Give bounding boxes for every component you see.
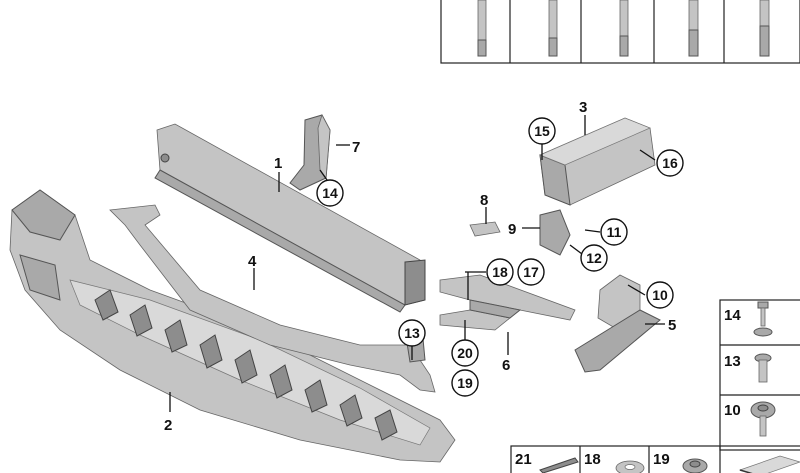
callout-11-label: 11 bbox=[607, 224, 622, 240]
callout-18: 18 bbox=[486, 258, 514, 286]
bracket-part-5 bbox=[574, 274, 661, 373]
part-label-5: 5 bbox=[668, 317, 676, 334]
bolt-icon bbox=[753, 301, 773, 337]
callout-10-label: 10 bbox=[652, 287, 668, 303]
box-bracket-part-3 bbox=[539, 117, 656, 206]
screw-icon bbox=[754, 353, 772, 383]
callout-15-label: 15 bbox=[534, 123, 550, 139]
legend-bottom-item-19: 19 bbox=[653, 451, 670, 468]
stud-bolt-icon bbox=[619, 0, 629, 57]
bracket-part-9 bbox=[539, 209, 571, 256]
callout-16: 16 bbox=[656, 149, 684, 177]
part-label-2: 2 bbox=[164, 417, 172, 434]
part-label-1: 1 bbox=[274, 155, 282, 172]
callout-20: 20 bbox=[451, 339, 479, 367]
stud-bolt-icon bbox=[759, 0, 770, 57]
part-label-6: 6 bbox=[502, 357, 510, 374]
pad-icon bbox=[738, 455, 800, 473]
callout-19: 19 bbox=[451, 369, 479, 397]
washer-icon bbox=[615, 460, 645, 473]
callout-10: 10 bbox=[646, 281, 674, 309]
fastener-legend-bottom: 21 18 19 bbox=[510, 445, 800, 473]
callout-14: 14 bbox=[316, 179, 344, 207]
callout-12-label: 12 bbox=[586, 250, 602, 266]
callout-12: 12 bbox=[580, 244, 608, 272]
part-label-7: 7 bbox=[352, 139, 360, 156]
callout-16-label: 16 bbox=[662, 155, 678, 171]
stud-bolt-icon bbox=[688, 0, 699, 57]
callout-13-label: 13 bbox=[404, 325, 420, 341]
callout-17: 17 bbox=[517, 258, 545, 286]
callout-20-label: 20 bbox=[457, 345, 473, 361]
legend-right-item-14: 14 bbox=[724, 307, 741, 324]
callout-15: 15 bbox=[528, 117, 556, 145]
callout-18-label: 18 bbox=[492, 264, 508, 280]
callout-17-label: 17 bbox=[523, 264, 539, 280]
strip-icon bbox=[539, 457, 579, 473]
callout-13: 13 bbox=[398, 319, 426, 347]
part-label-9: 9 bbox=[508, 221, 516, 238]
legend-right-item-10: 10 bbox=[724, 402, 741, 419]
legend-bottom-item-18: 18 bbox=[584, 451, 601, 468]
stud-bolt-icon bbox=[477, 0, 487, 57]
bolt-table-top bbox=[440, 0, 800, 64]
callout-14-label: 14 bbox=[322, 185, 338, 201]
stud-bolt-icon bbox=[548, 0, 558, 57]
flange-nut-icon bbox=[750, 401, 776, 437]
clip-part-8 bbox=[469, 221, 501, 237]
part-label-8: 8 bbox=[480, 192, 488, 209]
bumper-beam-part-1 bbox=[154, 123, 426, 313]
fastener-legend-right: 14 13 10 bbox=[719, 299, 800, 451]
legend-bottom-item-21: 21 bbox=[515, 451, 532, 468]
bracket-part-7 bbox=[289, 113, 331, 191]
callout-19-label: 19 bbox=[457, 375, 473, 391]
callout-11: 11 bbox=[600, 218, 628, 246]
leader-lines bbox=[169, 115, 665, 412]
nut-icon bbox=[682, 458, 708, 473]
part-label-3: 3 bbox=[579, 99, 587, 116]
bracket-part-6 bbox=[439, 274, 576, 331]
part-label-4: 4 bbox=[248, 253, 257, 270]
legend-right-item-13: 13 bbox=[724, 353, 741, 370]
